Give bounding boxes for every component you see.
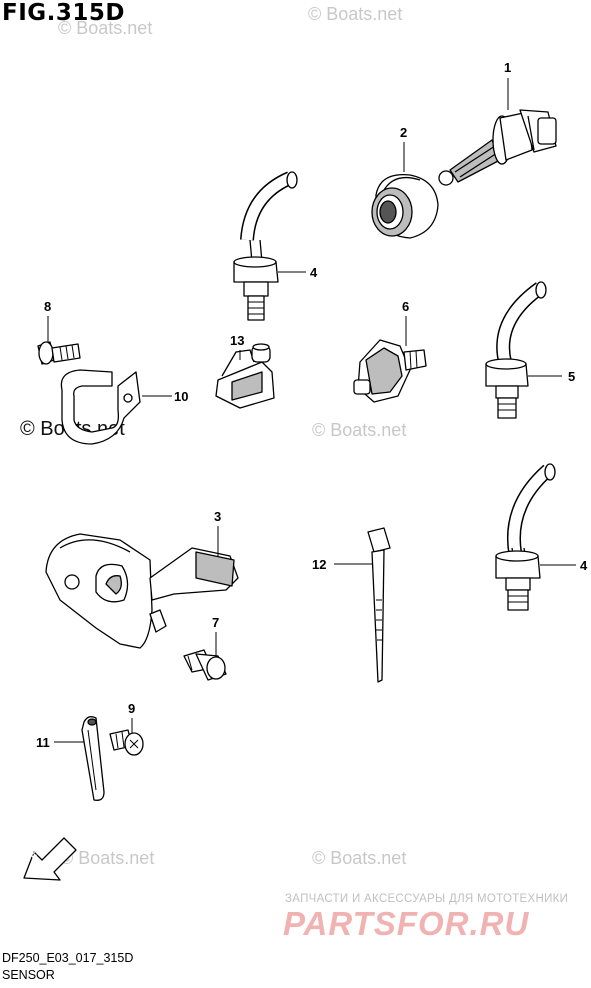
watermark: © Boats.net: [312, 848, 407, 868]
part-7-bolt[interactable]: [183, 649, 227, 681]
leader-lines: [47, 78, 576, 743]
part-2-grommet[interactable]: [371, 174, 439, 239]
callout-4: 4: [310, 265, 318, 280]
footer-name: SENSOR: [2, 968, 55, 982]
watermark: © Boats.net: [58, 18, 153, 38]
part-10-clamp[interactable]: [60, 369, 141, 445]
callout-3: 3: [214, 509, 222, 524]
fwd-arrow: [23, 837, 77, 881]
part-11-strap[interactable]: [81, 716, 105, 801]
callout-4: 4: [580, 558, 588, 573]
part-1-sensor[interactable]: [438, 109, 557, 186]
watermark: © Boats.net: [308, 4, 403, 24]
watermark: © Boats.net: [60, 848, 155, 868]
shop-tagline: ЗАПЧАСТИ И АКСЕССУАРЫ ДЛЯ МОТОТЕХНИКИ: [285, 893, 569, 905]
part-4-sensor-upper[interactable]: [233, 171, 298, 321]
footer-code: DF250_E03_017_315D: [2, 951, 134, 965]
part-3-sensor-bracket[interactable]: [45, 533, 239, 649]
part-6-pressure-sensor[interactable]: [353, 339, 427, 403]
callout-12: 12: [312, 557, 327, 572]
part-5-sensor[interactable]: [485, 281, 547, 419]
callout-5: 5: [568, 369, 576, 384]
part-8-bolt[interactable]: [37, 341, 81, 365]
part-13-clip[interactable]: [215, 343, 275, 409]
part-9-screw[interactable]: [109, 729, 144, 756]
callout-8: 8: [44, 299, 52, 314]
callout-13: 13: [230, 333, 245, 348]
callout-9: 9: [128, 701, 136, 716]
callout-1: 1: [504, 60, 512, 75]
callout-7: 7: [212, 615, 220, 630]
shop-logo: PARTSFOR.RU: [283, 905, 530, 942]
part-4-sensor-lower[interactable]: [495, 463, 556, 611]
callout-6: 6: [402, 299, 410, 314]
callout-11: 11: [36, 735, 50, 750]
figure-title: FIG.315D: [2, 0, 125, 26]
callout-2: 2: [400, 125, 408, 140]
watermark: © Boats.net: [312, 420, 407, 440]
part-12-cable-tie[interactable]: [367, 527, 391, 683]
callout-10: 10: [174, 389, 189, 404]
